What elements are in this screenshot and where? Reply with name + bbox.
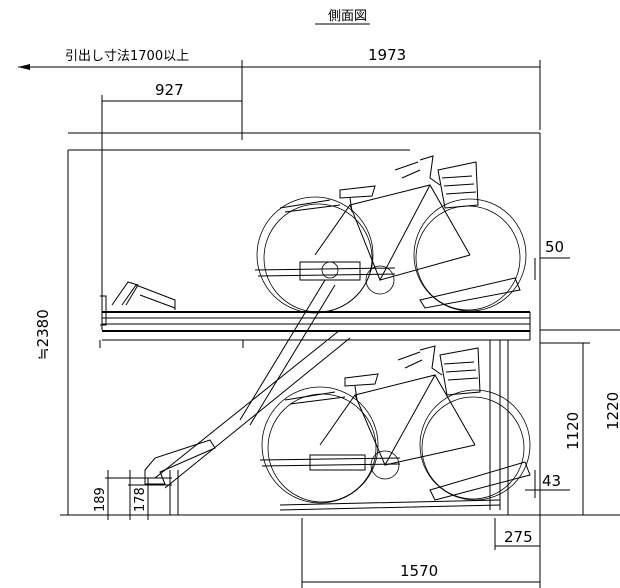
upper-rail — [99, 281, 531, 348]
base-189-label: 189 — [93, 487, 108, 512]
gap-50-label: 50 — [545, 238, 564, 256]
offset-275-label: 275 — [504, 528, 533, 546]
base-dimensions: 189 178 — [93, 470, 172, 520]
offset-275-dimension: 275 — [494, 515, 541, 550]
gap-43-label: 43 — [542, 472, 561, 490]
gap-50-dimension: 50 — [534, 238, 570, 280]
lower-width-dimension: 1570 — [301, 518, 541, 588]
right-dimensions: 1120 1220 — [540, 329, 620, 515]
top-dimension: 引出し寸法1700以上 1973 — [18, 46, 541, 140]
pull-out-label: 引出し寸法1700以上 — [65, 49, 189, 64]
posts — [169, 340, 509, 515]
gap-43-dimension: 43 — [525, 470, 570, 498]
frame-outline — [60, 132, 620, 516]
height-total-label: ≒2380 — [34, 309, 52, 360]
rail-extend-label: 927 — [155, 81, 184, 99]
upper-height-1120-label: 1120 — [564, 412, 582, 450]
rail-extend-dimension: 927 — [101, 81, 242, 330]
lower-bicycle — [259, 345, 531, 511]
base-178-label: 178 — [133, 487, 148, 512]
total-width-label: 1973 — [368, 46, 406, 64]
upper-height-1220-label: 1220 — [604, 392, 620, 430]
upper-bicycle — [254, 155, 527, 314]
lower-width-label: 1570 — [400, 562, 438, 580]
drawing-title: 側面図 — [328, 9, 367, 24]
